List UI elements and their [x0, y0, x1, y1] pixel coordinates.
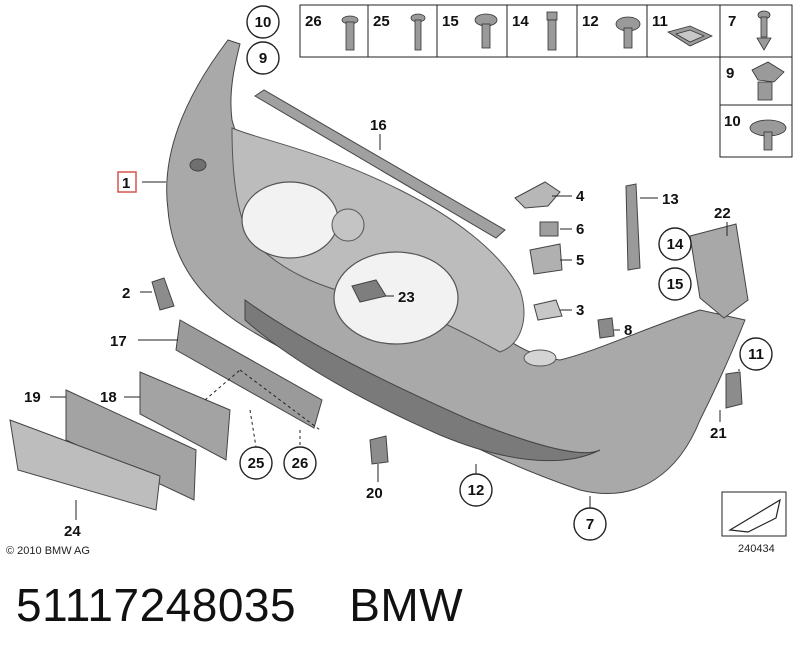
callout-14: 14 [667, 236, 684, 253]
callout-labels: 1 16 4 6 5 3 8 13 22 21 2 23 17 19 18 20… [24, 117, 731, 540]
box-label-10: 10 [724, 113, 741, 130]
callout-1: 1 [122, 175, 130, 192]
clip-8 [597, 317, 615, 339]
callout-26: 26 [292, 455, 309, 472]
callout-10-top: 10 [255, 14, 272, 31]
callout-19: 19 [24, 389, 41, 406]
callout-9-top: 9 [259, 50, 267, 67]
callout-21: 21 [710, 425, 727, 442]
clip-10-icon [749, 119, 787, 151]
grommet-3 [533, 299, 563, 321]
box-label-15: 15 [442, 13, 459, 30]
box-label-26: 26 [305, 13, 322, 30]
leader-lines [50, 134, 740, 520]
holder-2 [151, 277, 175, 311]
callout-22: 22 [714, 205, 731, 222]
box-label-14: 14 [512, 13, 529, 30]
callout-18: 18 [100, 389, 117, 406]
spring-clip-6 [539, 221, 559, 237]
screw-12-icon [615, 16, 641, 49]
screw-25-icon [410, 13, 426, 51]
diagram-id: 240434 [738, 543, 775, 555]
callout-16: 16 [370, 117, 387, 134]
box-label-12: 12 [582, 13, 599, 30]
washer-jet-cover-4 [514, 181, 561, 209]
callout-20: 20 [366, 485, 383, 502]
callout-2: 2 [122, 285, 130, 302]
callout-4: 4 [576, 188, 585, 205]
callout-13: 13 [662, 191, 679, 208]
fastener-reference-box: 26 25 15 14 12 11 7 9 10 [299, 4, 793, 158]
screw-7-icon [756, 10, 772, 51]
guide-22 [689, 223, 749, 319]
callout-5: 5 [576, 252, 584, 269]
bumper-cover [166, 39, 746, 494]
bracket-5 [529, 243, 563, 275]
box-label-7: 7 [728, 13, 736, 30]
callout-11: 11 [748, 346, 764, 363]
box-label-9: 9 [726, 65, 734, 82]
callout-23: 23 [398, 289, 415, 306]
callout-8: 8 [624, 322, 632, 339]
screw-26-icon [341, 15, 359, 51]
clip-9-icon [751, 61, 785, 101]
box-label-11: 11 [652, 13, 668, 30]
callout-25: 25 [248, 455, 265, 472]
diagram-symbol-icon [721, 491, 787, 537]
screw-15-icon [474, 13, 498, 49]
callout-17: 17 [110, 333, 127, 350]
screw-14-icon [546, 11, 558, 51]
brand-name: BMW [349, 579, 464, 631]
part-caption: 51117248035 BMW [16, 578, 463, 632]
part-number: 51117248035 [16, 579, 297, 631]
box-label-25: 25 [373, 13, 390, 30]
callout-15: 15 [667, 276, 684, 293]
callout-6: 6 [576, 221, 584, 238]
holder-20 [369, 435, 389, 465]
callout-24: 24 [64, 523, 81, 540]
license-plate-base-19 [65, 389, 197, 501]
callout-7: 7 [586, 516, 594, 533]
selected-part-highlight [117, 171, 137, 193]
grille-carrier-24 [9, 419, 161, 511]
bracket-13 [625, 183, 641, 271]
copyright-text: © 2010 BMW AG [6, 545, 90, 557]
holder-21 [725, 371, 743, 409]
support-strip-16 [254, 89, 506, 239]
callout-12: 12 [468, 482, 485, 499]
callout-3: 3 [576, 302, 584, 319]
clip-nut-11-icon [667, 25, 713, 47]
callout-circles: 10 9 14 15 11 25 26 12 7 [239, 5, 773, 541]
license-plate-base-18 [139, 371, 231, 461]
